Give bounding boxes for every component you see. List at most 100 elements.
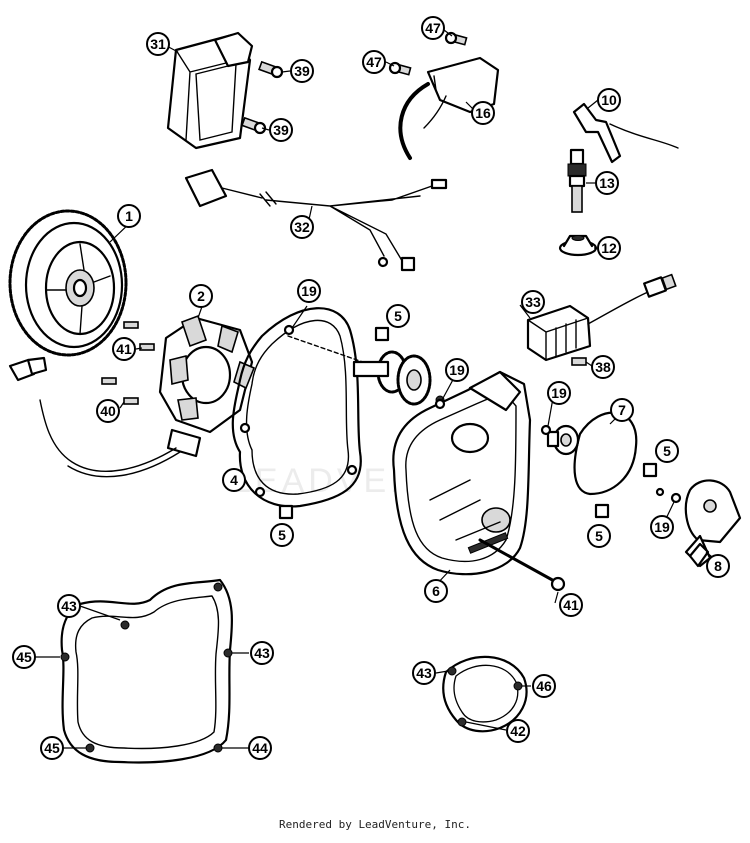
svg-text:47: 47 <box>425 20 441 36</box>
callout-45-b: 45 <box>40 736 64 760</box>
screw-47-upper <box>444 31 468 46</box>
svg-text:10: 10 <box>601 92 617 108</box>
callout-10: 10 <box>597 88 621 112</box>
callout-12: 12 <box>597 236 621 260</box>
screw-47-left <box>388 61 412 76</box>
callout-39-a: 39 <box>290 59 314 83</box>
screw-38 <box>571 357 587 366</box>
cover-bolt-41 <box>478 538 566 592</box>
callout-7: 7 <box>610 398 634 422</box>
stator-part <box>8 314 256 478</box>
svg-text:46: 46 <box>536 678 552 694</box>
callout-47-a: 47 <box>421 16 445 40</box>
voltage-regulator-part <box>526 273 677 362</box>
o-ring-19-d <box>670 492 682 504</box>
seal-gasket-part <box>546 411 638 496</box>
callout-45-a: 45 <box>12 645 36 669</box>
dowel-pin-5-d <box>642 462 658 478</box>
callout-6: 6 <box>424 579 448 603</box>
callout-33: 33 <box>521 290 545 314</box>
svg-text:39: 39 <box>273 122 289 138</box>
callout-5-c: 5 <box>587 524 611 548</box>
callout-40: 40 <box>96 399 120 423</box>
svg-text:19: 19 <box>654 519 670 535</box>
callout-19-d: 19 <box>650 515 674 539</box>
callout-44: 44 <box>248 736 272 760</box>
svg-text:5: 5 <box>663 443 671 459</box>
cover-gasket-part <box>231 307 362 508</box>
svg-text:4: 4 <box>230 472 238 488</box>
screw-39-lower <box>241 116 267 135</box>
callout-46: 46 <box>532 674 556 698</box>
svg-text:45: 45 <box>44 740 60 756</box>
o-ring-small <box>655 487 665 497</box>
svg-text:32: 32 <box>294 219 310 235</box>
callout-19-a: 19 <box>297 279 321 303</box>
wiring-harness-part <box>184 168 448 272</box>
callout-31: 31 <box>146 32 170 56</box>
svg-text:5: 5 <box>595 528 603 544</box>
o-ring-19-c <box>283 324 295 336</box>
svg-text:47: 47 <box>366 54 382 70</box>
svg-text:5: 5 <box>394 308 402 324</box>
callout-41-a: 41 <box>112 337 136 361</box>
o-ring-19-b <box>434 398 446 410</box>
svg-text:8: 8 <box>714 558 722 574</box>
callout-4: 4 <box>222 468 246 492</box>
dowel-pin-5-b <box>278 504 294 520</box>
svg-text:45: 45 <box>16 649 32 665</box>
svg-text:19: 19 <box>551 385 567 401</box>
callout-8: 8 <box>706 554 730 578</box>
callout-5-d: 5 <box>655 439 679 463</box>
svg-text:13: 13 <box>599 175 615 191</box>
spark-plug-cap-part <box>572 102 679 164</box>
footer-credit: Rendered by LeadVenture, Inc. <box>278 818 472 831</box>
ignition-unit-part <box>166 31 254 150</box>
callout-41-b: 41 <box>559 593 583 617</box>
svg-text:6: 6 <box>432 583 440 599</box>
callout-32: 32 <box>290 215 314 239</box>
svg-text:12: 12 <box>601 240 617 256</box>
callout-1: 1 <box>117 204 141 228</box>
large-gasket-part <box>60 578 234 764</box>
callout-5-a: 5 <box>386 304 410 328</box>
callout-5-b: 5 <box>270 523 294 547</box>
svg-text:38: 38 <box>595 359 611 375</box>
callout-42: 42 <box>506 719 530 743</box>
leader-lines <box>35 29 718 749</box>
svg-text:42: 42 <box>510 723 526 739</box>
screw-40-stator <box>101 377 139 405</box>
callout-43-b: 43 <box>250 641 274 665</box>
svg-text:43: 43 <box>61 598 77 614</box>
flywheel-part <box>8 209 128 357</box>
callout-16: 16 <box>471 101 495 125</box>
svg-text:16: 16 <box>475 105 491 121</box>
svg-text:5: 5 <box>278 527 286 543</box>
svg-text:44: 44 <box>252 740 268 756</box>
callout-47-b: 47 <box>362 50 386 74</box>
svg-text:43: 43 <box>416 665 432 681</box>
svg-text:19: 19 <box>301 283 317 299</box>
svg-text:41: 41 <box>116 341 132 357</box>
svg-text:39: 39 <box>294 63 310 79</box>
callout-38: 38 <box>591 355 615 379</box>
callout-19-c: 19 <box>547 381 571 405</box>
svg-text:2: 2 <box>197 288 205 304</box>
o-ring-19-a <box>540 424 552 436</box>
callout-43-c: 43 <box>412 661 436 685</box>
actuator-part <box>684 479 742 568</box>
svg-text:19: 19 <box>449 362 465 378</box>
svg-text:1: 1 <box>125 208 133 224</box>
callout-19-b: 19 <box>445 358 469 382</box>
svg-text:33: 33 <box>525 294 541 310</box>
ignition-coil-part <box>398 56 500 160</box>
spark-plug-part <box>567 148 587 213</box>
dowel-pin-5-c <box>594 503 610 519</box>
svg-text:40: 40 <box>100 403 116 419</box>
dowel-pin-5-a <box>374 326 390 342</box>
callout-43-a: 43 <box>57 594 81 618</box>
screw-39-upper <box>258 60 284 79</box>
screw-41-stator <box>123 321 155 351</box>
callout-13: 13 <box>595 171 619 195</box>
